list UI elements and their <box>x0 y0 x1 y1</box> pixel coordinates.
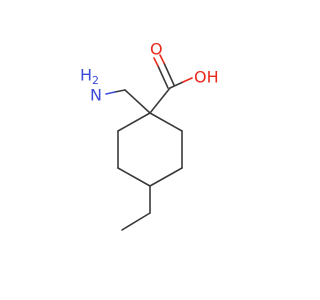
ring-bond-1 <box>117 112 151 132</box>
c1-ch2-bond <box>124 89 151 114</box>
ethyl-bond-2 <box>121 212 151 231</box>
carboxyl-double-bond-b-red <box>159 54 165 64</box>
carboxyl-oh-bond-red <box>182 77 193 83</box>
hydroxyl-label: OH <box>194 68 219 87</box>
carboxyl-double-bond-a-red <box>153 57 159 67</box>
ring-bond-6 <box>149 112 183 132</box>
carboxyl-double-bond-b <box>163 62 175 86</box>
ch2-n-bond-blue <box>105 91 116 95</box>
ring-bond-3 <box>117 167 151 187</box>
ring-bond-4 <box>149 167 183 187</box>
amine-h-label: H <box>80 66 92 85</box>
amine-n-label: N <box>90 86 102 105</box>
c1-carboxyl-bond <box>149 87 171 114</box>
carboxyl-oh-bond <box>169 81 184 89</box>
oxygen-double-label: O <box>150 40 163 59</box>
ch2-n-bond <box>114 89 126 93</box>
molecule-structure: O OH H 2 N <box>80 40 219 231</box>
amine-subscript: 2 <box>92 74 99 87</box>
carboxyl-double-bond-a <box>157 65 169 89</box>
